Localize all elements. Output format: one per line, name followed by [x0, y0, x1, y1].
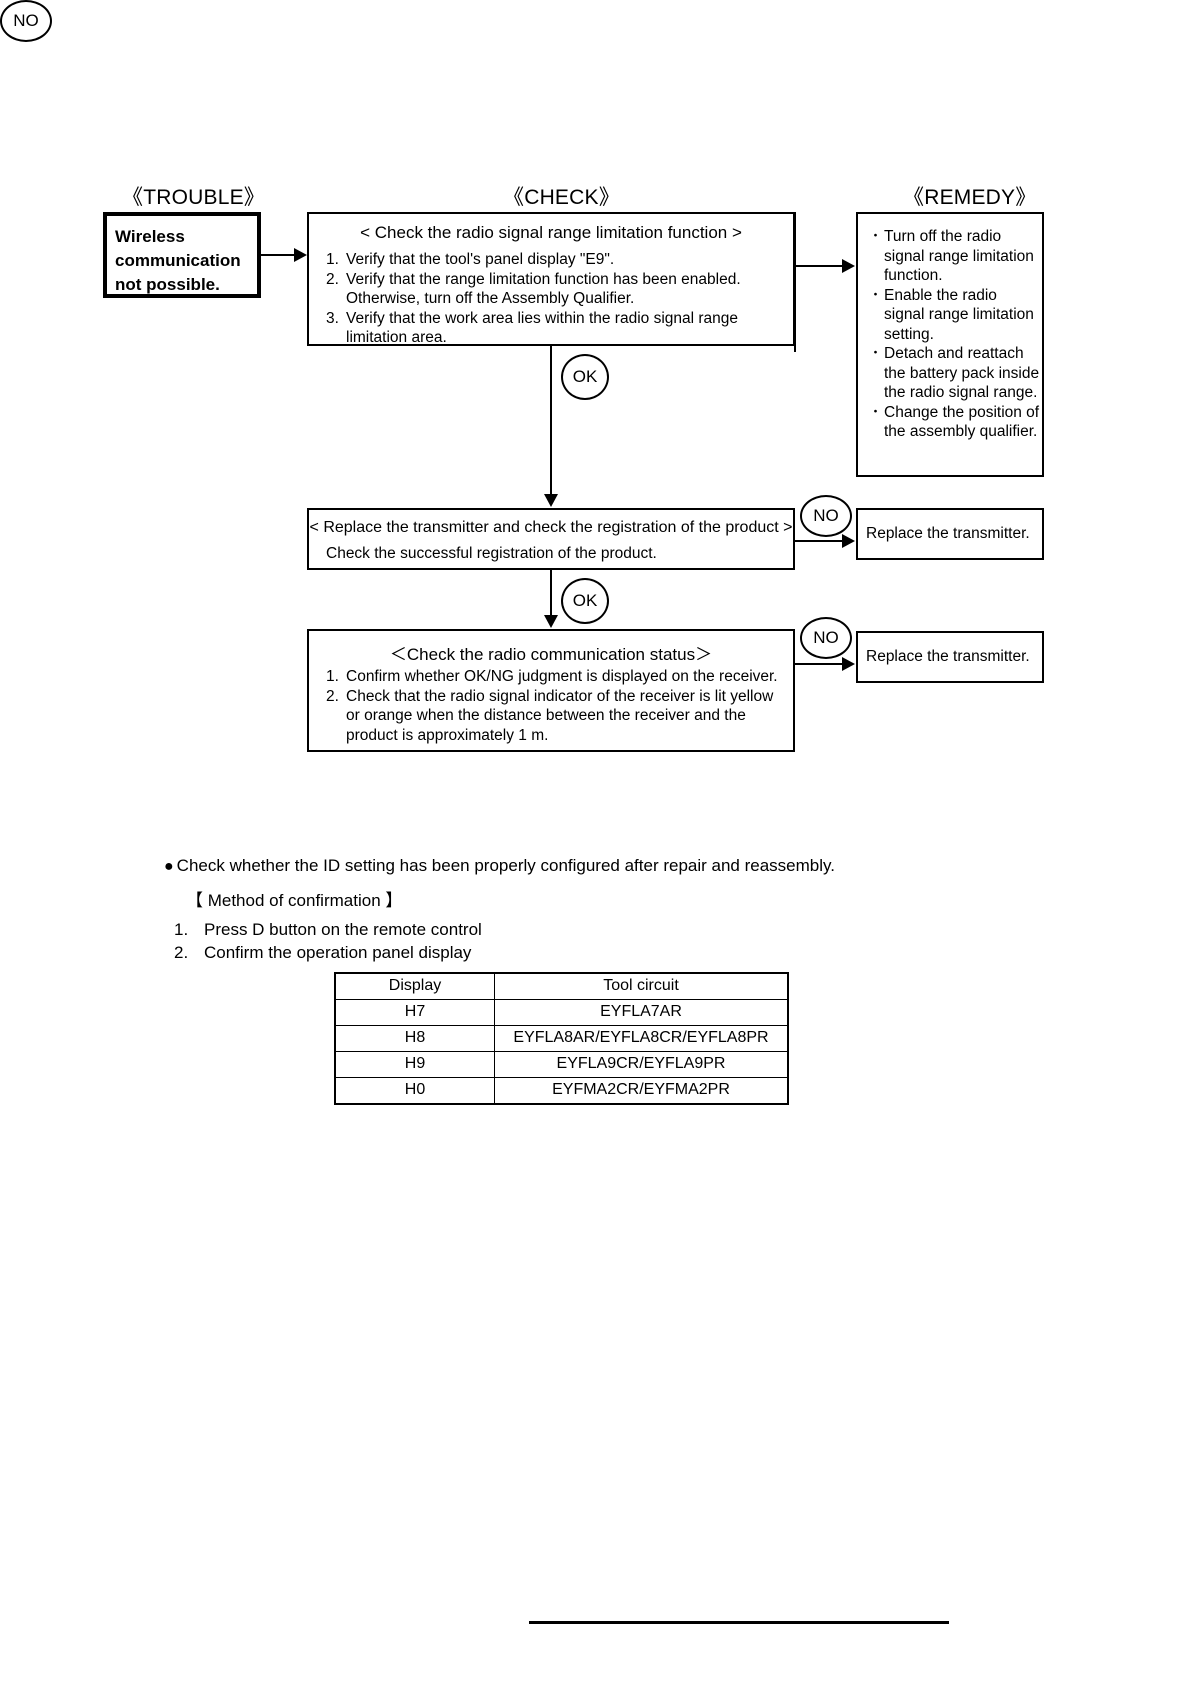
table-row: H0 EYFMA2CR/EYFMA2PR: [334, 1077, 789, 1105]
list-item: 2. Confirm the operation panel display: [174, 941, 482, 964]
list-item: ・ Change the position of the assembly qu…: [868, 403, 1040, 442]
check-box-3-list: 1. Confirm whether OK/NG judgment is dis…: [326, 667, 781, 745]
decision-label: NO: [13, 11, 39, 30]
decision-bubble-no-3: NO: [800, 617, 852, 659]
list-text: Verify that the work area lies within th…: [346, 309, 739, 347]
list-text: Turn off the radio signal range limitati…: [884, 228, 1034, 284]
note-bullet-text: Check whether the ID setting has been pr…: [176, 856, 835, 875]
check-box-1-list: 1. Verify that the tool's panel display …: [326, 250, 781, 348]
list-item: ・ Enable the radio signal range limitati…: [868, 286, 1040, 345]
footer-divider: [529, 1621, 949, 1624]
list-text: Verify that the tool's panel display "E9…: [346, 251, 615, 268]
table-row: H9 EYFLA9CR/EYFLA9PR: [334, 1051, 789, 1078]
check-box-2-title: < Replace the transmitter and check the …: [309, 519, 793, 536]
connector-check1-no-horizontal: [794, 265, 842, 267]
cell-display: H9: [334, 1051, 495, 1078]
decision-label: NO: [813, 506, 839, 525]
arrow-check1-to-remedy1: [842, 259, 855, 273]
method-of-confirmation-label: 【 Method of confirmation 】: [186, 891, 403, 910]
arrow-check2-to-check3: [544, 615, 558, 628]
list-item: 3. Verify that the work area lies within…: [326, 309, 781, 348]
connector-check2-no-horizontal: [794, 540, 842, 542]
table-header-row: Display Tool circuit: [334, 972, 789, 1000]
decision-label: OK: [572, 367, 598, 386]
cell-circuit: EYFMA2CR/EYFMA2PR: [494, 1077, 789, 1105]
bullet-icon: ・: [869, 228, 883, 243]
list-item: 1. Confirm whether OK/NG judgment is dis…: [326, 667, 781, 687]
list-text: Confirm the operation panel display: [204, 943, 472, 962]
remedy-box-2-text: Replace the transmitter.: [866, 525, 1030, 542]
cell-circuit: EYFLA9CR/EYFLA9PR: [494, 1051, 789, 1078]
cell-circuit: EYFLA8AR/EYFLA8CR/EYFLA8PR: [494, 1025, 789, 1052]
cell-display: H8: [334, 1025, 495, 1052]
check-box-2: < Replace the transmitter and check the …: [307, 508, 795, 570]
cell-display: H7: [334, 999, 495, 1026]
column-heading-check: 《CHECK》: [503, 186, 620, 209]
list-item: 2. Check that the radio signal indicator…: [326, 687, 781, 746]
arrow-check1-to-check2: [544, 494, 558, 507]
column-heading-trouble: 《TROUBLE》: [122, 186, 265, 209]
connector-check3-no-horizontal: [794, 663, 842, 665]
list-item: 1. Verify that the tool's panel display …: [326, 250, 781, 270]
cell-circuit: EYFLA7AR: [494, 999, 789, 1026]
list-text: Verify that the range limitation functio…: [346, 270, 741, 308]
trouble-box: Wireless communication not possible.: [103, 212, 261, 298]
bullet-icon: ・: [869, 286, 883, 302]
filled-circle-icon: ●: [164, 858, 174, 875]
list-text: Confirm whether OK/NG judgment is displa…: [346, 668, 778, 685]
remedy-box-1: ・ Turn off the radio signal range limita…: [856, 212, 1044, 477]
id-setting-table: Display Tool circuit H7 EYFLA7AR H8 EYFL…: [334, 972, 789, 1105]
check-box-3-title: ＜Check the radio communication status＞: [389, 645, 713, 664]
decision-label: NO: [813, 628, 839, 647]
connector-trouble-to-check1: [261, 254, 294, 256]
list-item: 1. Press D button on the remote control: [174, 918, 482, 941]
list-text: Press D button on the remote control: [204, 920, 482, 939]
check-box-3: ＜Check the radio communication status＞ 1…: [307, 629, 795, 752]
decision-bubble-ok-2: OK: [561, 578, 609, 624]
arrow-trouble-to-check1: [294, 248, 307, 262]
confirmation-steps-list: 1. Press D button on the remote control …: [174, 918, 482, 964]
list-text: Detach and reattach the battery pack ins…: [884, 345, 1040, 401]
list-text: Change the position of the assembly qual…: [884, 403, 1040, 441]
column-header-tool-circuit: Tool circuit: [494, 972, 789, 1000]
check-box-2-subtitle: Check the successful registration of the…: [326, 545, 657, 562]
remedy-box-3: Replace the transmitter.: [856, 631, 1044, 683]
decision-bubble-no-1: NO: [0, 0, 52, 42]
list-item: ・ Detach and reattach the battery pack i…: [868, 344, 1040, 403]
list-number: 2.: [326, 270, 339, 288]
bullet-icon: ・: [869, 345, 883, 360]
table-row: H7 EYFLA7AR: [334, 999, 789, 1026]
arrow-check2-to-remedy2: [842, 534, 855, 548]
connector-check2-ok-vertical: [550, 570, 552, 615]
trouble-text: Wireless communication not possible.: [115, 227, 241, 294]
list-item: ・ Turn off the radio signal range limita…: [868, 227, 1040, 286]
column-heading-remedy: 《REMEDY》: [903, 186, 1037, 209]
arrow-check3-to-remedy3: [842, 657, 855, 671]
remedy-box-1-list: ・ Turn off the radio signal range limita…: [868, 227, 1040, 442]
decision-label: OK: [572, 591, 598, 610]
list-item: 2. Verify that the range limitation func…: [326, 270, 781, 309]
list-number: 1.: [326, 668, 339, 685]
remedy-box-2: Replace the transmitter.: [856, 508, 1044, 560]
check-box-1: < Check the radio signal range limitatio…: [307, 212, 795, 346]
note-bullet-line: ●Check whether the ID setting has been p…: [164, 856, 835, 876]
list-number: 3.: [326, 309, 339, 327]
list-number: 1.: [174, 920, 189, 939]
list-text: Enable the radio signal range limitation…: [884, 286, 1034, 343]
decision-bubble-ok-1: OK: [561, 354, 609, 400]
bullet-icon: ・: [869, 403, 883, 419]
cell-display: H0: [334, 1077, 495, 1105]
list-text: Check that the radio signal indicator of…: [346, 687, 774, 744]
list-number: 2.: [326, 687, 339, 705]
list-number: 2.: [174, 943, 189, 962]
decision-bubble-no-2: NO: [800, 495, 852, 537]
connector-check1-no-vertical: [794, 212, 796, 352]
check-box-1-title: < Check the radio signal range limitatio…: [360, 223, 742, 242]
column-header-display: Display: [334, 972, 495, 1000]
list-number: 1.: [326, 251, 339, 268]
connector-check1-ok-vertical: [550, 346, 552, 494]
table-row: H8 EYFLA8AR/EYFLA8CR/EYFLA8PR: [334, 1025, 789, 1052]
remedy-box-3-text: Replace the transmitter.: [866, 648, 1030, 665]
